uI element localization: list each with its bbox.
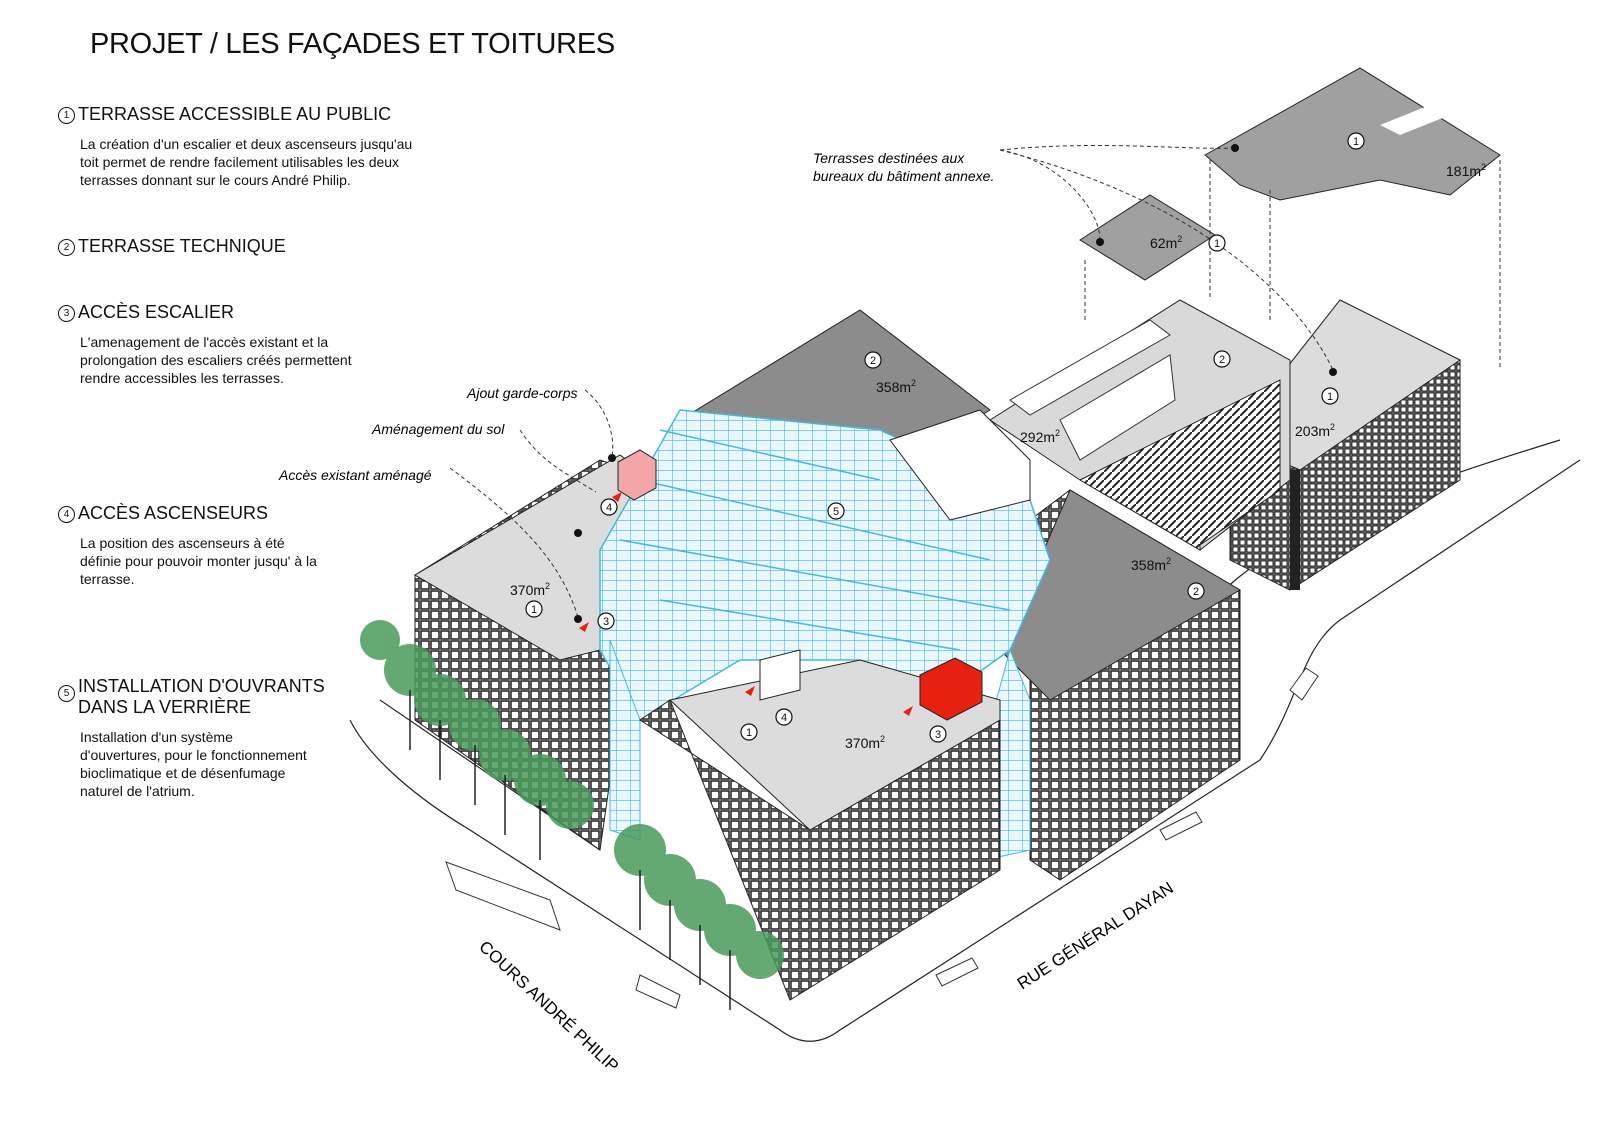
svg-text:1: 1 — [1353, 136, 1359, 148]
area-label-370-front: 370m2 — [845, 734, 885, 751]
marker-3-left: 3 — [597, 612, 615, 630]
glass-atrium — [599, 409, 1051, 861]
svg-text:4: 4 — [781, 712, 787, 724]
marker-2-middle: 2 — [1213, 350, 1231, 368]
marker-1-annex: 1 — [1321, 387, 1339, 405]
number-badge: 5 — [58, 685, 75, 702]
annotation-terrasses-line1: Terrasses destinées aux — [813, 150, 965, 166]
area-label-203: 203m2 — [1295, 422, 1335, 439]
leader-dots — [574, 144, 1337, 623]
svg-text:1: 1 — [746, 727, 752, 739]
svg-text:3: 3 — [603, 616, 609, 628]
marker-4-front: 4 — [775, 708, 793, 726]
area-label-62: 62m2 — [1150, 234, 1182, 251]
annotation-garde-corps: Ajout garde-corps — [466, 385, 578, 401]
annotation-terrasses-line2: bureaux du bâtiment annexe. — [813, 168, 994, 184]
number-badge: 2 — [58, 239, 75, 256]
marker-3-front: 3 — [929, 725, 947, 743]
page-title: PROJET / LES FAÇADES ET TOITURES — [90, 28, 615, 60]
area-label-181: 181m2 — [1446, 162, 1486, 179]
marker-5-atrium: 5 — [827, 502, 845, 520]
section-body: L'amenagement de l'accès existant et la … — [80, 334, 352, 386]
svg-text:4: 4 — [606, 502, 612, 514]
street-label-cours-andre-philip: COURS ANDRÉ PHILIP — [475, 937, 622, 1076]
section-title: TERRASSE TECHNIQUE — [78, 236, 286, 256]
marker-1-left: 1 — [525, 600, 543, 618]
marker-4-left: 4 — [600, 498, 618, 516]
svg-text:3: 3 — [935, 729, 941, 741]
area-label-370-left: 370m2 — [510, 581, 550, 598]
number-badge: 3 — [58, 305, 75, 322]
parked-cars — [445, 667, 1319, 1009]
area-label-358-top: 358m2 — [876, 378, 916, 395]
access-boxes — [579, 449, 983, 721]
section-body: La création d'un escalier et deux ascens… — [80, 136, 413, 188]
area-label-292: 292m2 — [1020, 428, 1060, 445]
annotation-amenagement-sol: Aménagement du sol — [371, 421, 505, 437]
svg-text:1: 1 — [531, 604, 537, 616]
section-title: INSTALLATION D'OUVRANTS DANS LA VERRIÈRE — [78, 676, 325, 717]
section-title: ACCÈS ESCALIER — [78, 302, 235, 322]
projection-lines — [449, 145, 1501, 618]
left-wing — [414, 454, 641, 851]
section-title: TERRASSE ACCESSIBLE AU PUBLIC — [78, 104, 392, 124]
section-title: ACCÈS ASCENSEURS — [78, 503, 269, 523]
number-badge: 1 — [58, 107, 75, 124]
svg-text:2: 2 — [1193, 586, 1199, 598]
front-building — [639, 649, 1001, 1001]
section-body: La position des ascenseurs à été définie… — [80, 535, 317, 587]
number-badge: 4 — [58, 506, 75, 523]
street-label-rue-general-dayan: RUE GÉNÉRAL DAYAN — [1014, 878, 1177, 993]
right-wing — [999, 489, 1241, 881]
svg-text:1: 1 — [1214, 238, 1220, 250]
middle-building — [989, 299, 1291, 551]
svg-text:1: 1 — [1327, 391, 1333, 403]
marker-1-front: 1 — [740, 723, 758, 741]
marker-1-62: 1 — [1208, 234, 1226, 252]
annotation-acces-existant: Accès existant aménagé — [278, 467, 432, 483]
svg-text:2: 2 — [1219, 354, 1225, 366]
svg-text:5: 5 — [833, 506, 839, 518]
marker-2-top-roof: 2 — [864, 351, 882, 369]
area-label-358-right: 358m2 — [1131, 556, 1171, 573]
marker-1-181: 1 — [1347, 132, 1365, 150]
section-body: Installation d'un système d'ouvertures, … — [80, 729, 307, 799]
street-trees — [360, 620, 784, 1010]
svg-text:2: 2 — [870, 355, 876, 367]
marker-2-right: 2 — [1187, 582, 1205, 600]
